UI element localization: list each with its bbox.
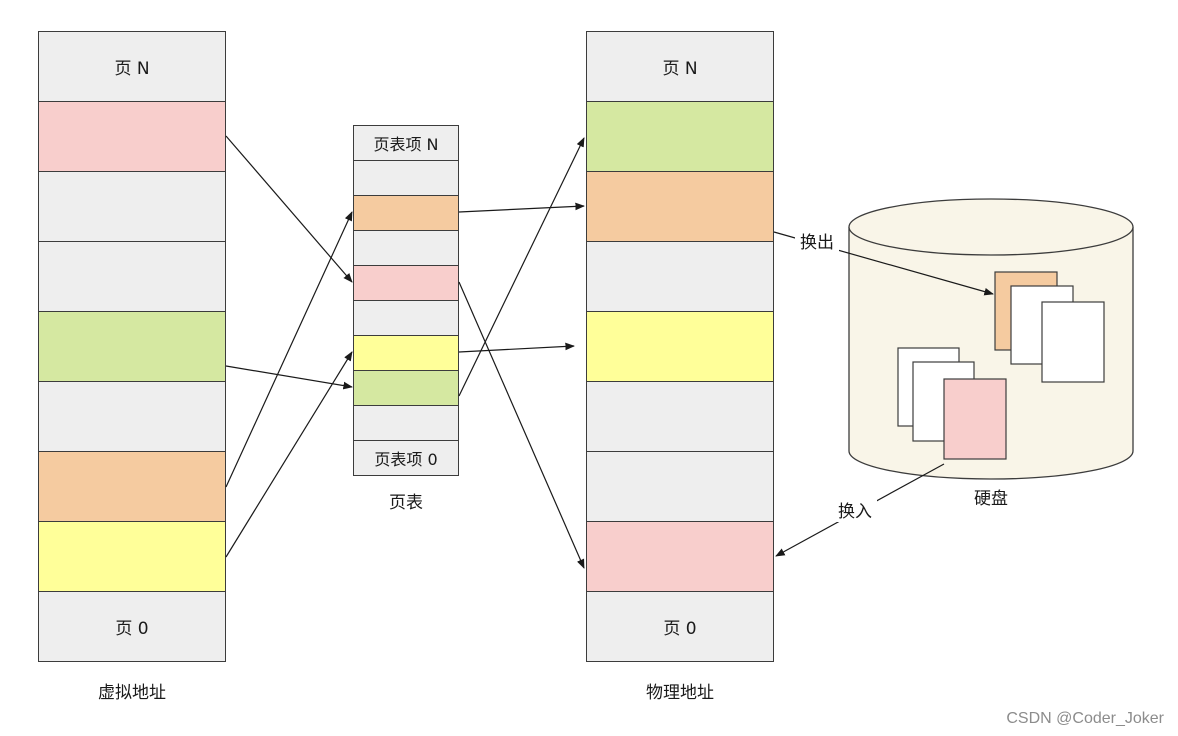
virtual-address-label: 虚拟地址 — [98, 683, 166, 703]
page-table-cell — [353, 370, 459, 406]
page-table-cell — [353, 230, 459, 266]
arrow-virtual-orange-to-pt — [225, 211, 353, 488]
physical-cell — [586, 311, 774, 382]
disk-top — [848, 198, 1134, 256]
watermark: CSDN @Coder_Joker — [1006, 710, 1164, 727]
virtual-cell — [38, 381, 226, 452]
disk-body — [848, 227, 1134, 480]
swapped-out-pages-icon — [994, 271, 1105, 383]
arrow-swap-out — [773, 231, 994, 296]
virtual-cell — [38, 521, 226, 592]
physical-cell: 页 0 — [586, 591, 774, 662]
virtual-address-column: 页 N 页 0 — [38, 31, 226, 662]
swap-out-label: 换出 — [800, 233, 834, 253]
arrow-pt-yellow-to-physical — [458, 342, 575, 353]
physical-address-label: 物理地址 — [646, 683, 714, 703]
arrow-pt-orange-to-physical — [458, 202, 585, 213]
physical-cell — [586, 451, 774, 522]
swapped-in-pages-icon — [897, 347, 1007, 460]
virtual-cell — [38, 101, 226, 172]
swap-in-label: 换入 — [838, 502, 872, 522]
virtual-cell — [38, 171, 226, 242]
physical-cell — [586, 381, 774, 452]
page-table-cell — [353, 265, 459, 301]
page-table-cell — [353, 405, 459, 441]
disk-label: 硬盘 — [974, 489, 1008, 509]
physical-cell — [586, 521, 774, 592]
physical-cell — [586, 101, 774, 172]
page-table-cell — [353, 195, 459, 231]
page-table-cell — [353, 160, 459, 196]
arrow-pt-green-to-physical — [458, 137, 585, 397]
physical-address-column: 页 N 页 0 — [586, 31, 774, 662]
arrow-virtual-pink-to-pt — [225, 135, 353, 283]
hard-disk-icon — [848, 198, 1134, 480]
page-table-cell: 页表项 0 — [353, 440, 459, 476]
virtual-cell: 页 N — [38, 31, 226, 102]
physical-cell — [586, 241, 774, 312]
page-table-cell: 页表项 N — [353, 125, 459, 161]
arrow-virtual-green-to-pt — [225, 365, 353, 390]
page-table-cell — [353, 335, 459, 371]
page-table-column: 页表项 N 页表项 0 — [353, 125, 459, 476]
arrow-virtual-yellow-to-pt — [225, 351, 353, 558]
page-table-cell — [353, 300, 459, 336]
arrow-swap-in — [775, 463, 945, 557]
arrow-pt-pink-to-physical — [458, 281, 585, 569]
virtual-cell: 页 0 — [38, 591, 226, 662]
physical-cell — [586, 171, 774, 242]
virtual-cell — [38, 241, 226, 312]
virtual-cell — [38, 451, 226, 522]
physical-cell: 页 N — [586, 31, 774, 102]
virtual-cell — [38, 311, 226, 382]
page-table-label: 页表 — [389, 493, 423, 513]
